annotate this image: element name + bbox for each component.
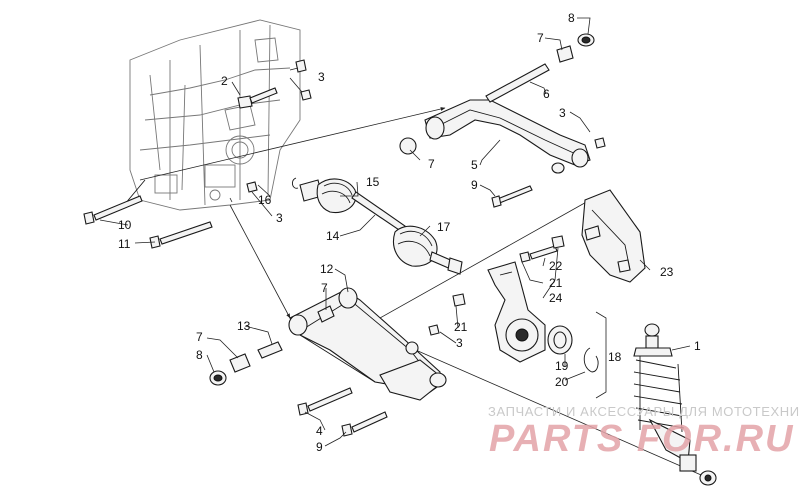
callout-10: 10: [118, 218, 132, 232]
leader-lines: [99, 17, 691, 447]
callout-19: 19: [555, 359, 569, 373]
callout-6: 6: [543, 87, 550, 101]
callout-11: 11: [118, 237, 131, 251]
snap-ring: [583, 347, 599, 373]
lower-a-arm: [288, 287, 447, 401]
callout-7-mid: 7: [428, 157, 435, 171]
callout-3-right: 3: [559, 106, 566, 120]
callout-9-lower: 9: [316, 440, 323, 454]
nut-21: [452, 293, 466, 307]
callout-2: 2: [221, 74, 228, 88]
bushing-mid: [399, 137, 417, 155]
callout-5: 5: [471, 158, 478, 172]
pivot-shaft: [485, 63, 550, 103]
callout-24: 24: [549, 291, 563, 305]
callout-14: 14: [326, 229, 340, 243]
callout-8-left: 8: [196, 348, 203, 362]
bolt-10: [83, 195, 143, 225]
callout-1: 1: [694, 339, 701, 353]
callout-23: 23: [660, 265, 674, 279]
callouts: 8 7 6 3 7 5 9 2 3 16 3 10 11 15 14 17 12…: [118, 11, 701, 454]
frame-engine-assembly: [119, 19, 301, 211]
bolt-top-frame: [295, 59, 307, 73]
callout-7-lower: 7: [321, 281, 328, 295]
skid-plate: [581, 189, 646, 283]
group-bracket-18: [595, 311, 607, 399]
callout-22: 22: [549, 259, 563, 273]
callout-17: 17: [437, 220, 451, 234]
bushing-top: [556, 33, 595, 63]
callout-7-top: 7: [537, 31, 544, 45]
callout-16: 16: [258, 193, 272, 207]
steering-knuckle: [487, 261, 546, 363]
upper-a-arm: [424, 99, 591, 174]
callout-3-frame: 3: [318, 70, 325, 84]
circlip: [291, 177, 299, 189]
bearing: [547, 325, 573, 355]
drive-shaft: [299, 178, 463, 275]
bolt-lower-4: [297, 387, 353, 416]
callout-13: 13: [237, 319, 251, 333]
bolt-2: [237, 87, 278, 109]
bolt-upper-arm: [491, 185, 533, 208]
callout-7-left: 7: [196, 330, 203, 344]
callout-3-lower: 3: [456, 336, 463, 350]
bushing-left: [209, 353, 251, 386]
callout-12: 12: [320, 262, 334, 276]
callout-4: 4: [316, 424, 323, 438]
bolt-24: [551, 235, 565, 249]
bolt-22: [519, 245, 558, 263]
bolt-11: [149, 221, 213, 249]
callout-3-mid: 3: [276, 211, 283, 225]
watermark-tagline: ЗАПЧАСТИ И АКСЕССУАРЫ ДЛЯ МОТОТЕХНИКИ: [488, 404, 800, 419]
callout-18: 18: [608, 350, 622, 364]
callout-21-upper: 21: [549, 276, 563, 290]
pivot-tube: [257, 341, 283, 359]
shock-absorber: [633, 323, 717, 486]
bolt-lower-9: [341, 411, 388, 437]
callout-15: 15: [366, 175, 380, 189]
nuts-upper: [246, 89, 606, 336]
callout-8-top: 8: [568, 11, 575, 25]
callout-20: 20: [555, 375, 569, 389]
callout-21-lower: 21: [454, 320, 468, 334]
callout-9-upper: 9: [471, 178, 478, 192]
watermark-logo: PARTS FOR.RU: [489, 418, 795, 460]
